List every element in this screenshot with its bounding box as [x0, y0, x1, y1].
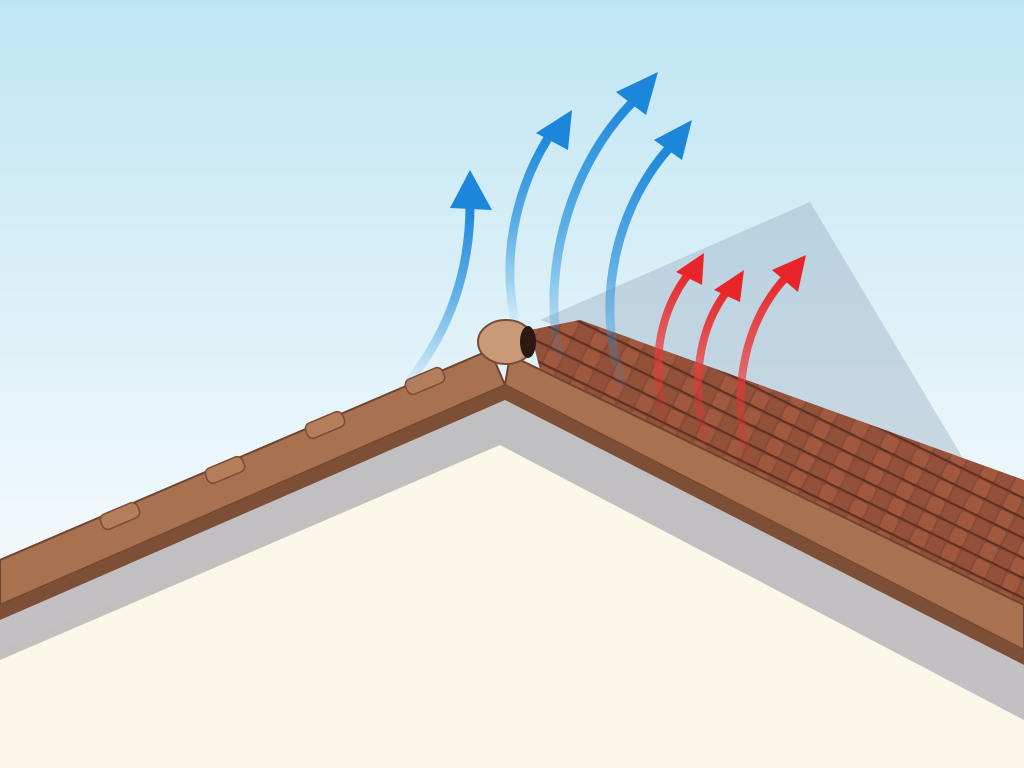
cool-air-arrowhead-icon: [654, 120, 692, 160]
ridge-cap-tiles: [99, 366, 446, 531]
hot-air-arrow-icon: [694, 286, 732, 444]
eave-shadow: [0, 395, 1024, 720]
cool-air-arrows: [405, 90, 677, 395]
hot-air-arrow-icon: [654, 268, 694, 424]
fascia-left-lower: [0, 385, 505, 620]
hot-air-arrow-icon: [736, 271, 792, 464]
fascia-right-lower: [505, 385, 1024, 665]
hot-air-arrowhead-icon: [772, 255, 806, 292]
hot-air-arrows: [654, 268, 792, 464]
cool-air-arrowhead-icon: [536, 110, 572, 150]
fascia-right: [503, 353, 1024, 652]
cool-air-arrow-icon: [605, 140, 677, 395]
cool-air-arrowhead-icon: [616, 72, 658, 115]
ridge-vent-opening: [520, 326, 536, 358]
gable-wall: [0, 440, 1024, 768]
hot-air-arrowhead-icon: [676, 253, 704, 285]
hot-air-arrowhead-icon: [714, 270, 744, 302]
cool-air-arrowhead-icon: [450, 170, 492, 210]
cool-air-arrow-icon: [405, 200, 475, 385]
cool-air-arrow-icon: [549, 90, 645, 365]
roof-tiles-right: [530, 320, 1024, 610]
cool-air-arrow-icon: [505, 127, 557, 325]
